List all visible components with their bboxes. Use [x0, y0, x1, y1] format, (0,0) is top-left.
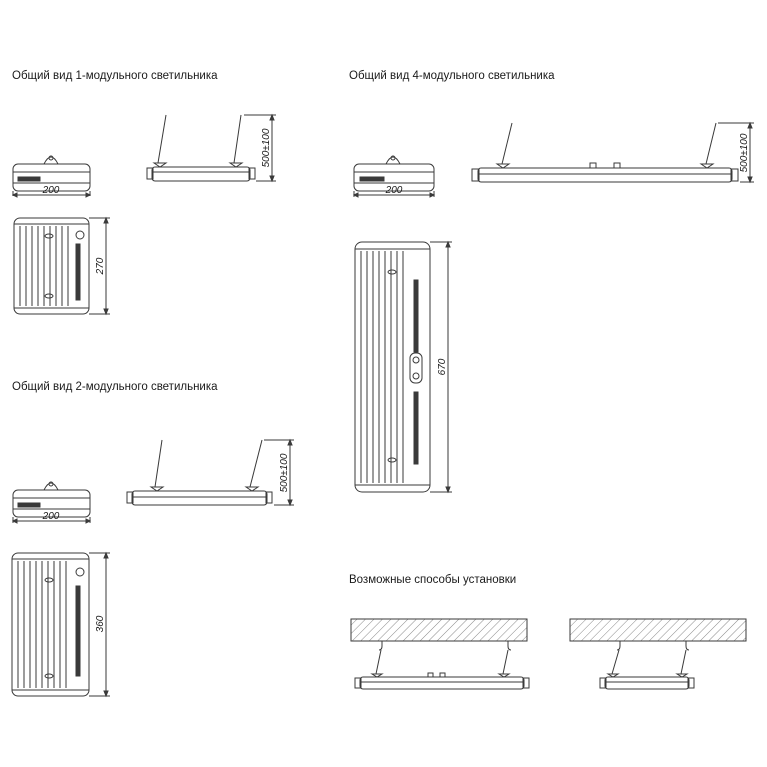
mounting-method-ceiling-1	[350, 618, 530, 690]
dim-length-4-module: 670	[437, 358, 448, 375]
title-mounting: Возможные способы установки	[349, 574, 517, 586]
dim-width-1-module: 200	[42, 185, 60, 196]
bottom-view-2-module	[11, 551, 110, 698]
dim-length-1-module: 270	[95, 257, 106, 275]
dim-hang-4-module: 500±100	[739, 133, 750, 172]
side-view-4-module	[471, 121, 754, 184]
front-view-4-module	[352, 155, 436, 198]
title-4-module: Общий вид 4-модульного светильника	[349, 70, 555, 82]
front-view-2-module	[11, 481, 92, 524]
title-1-module: Общий вид 1-модульного светильника	[12, 70, 218, 82]
dim-width-2-module: 200	[42, 511, 60, 522]
dim-width-4-module: 200	[385, 185, 403, 196]
side-view-2-module	[126, 438, 294, 507]
bottom-view-1-module	[13, 216, 110, 316]
dim-hang-2-module: 500±100	[279, 453, 290, 492]
side-view-1-module	[146, 113, 276, 183]
front-view-1-module	[11, 155, 92, 198]
title-2-module: Общий вид 2-модульного светильника	[12, 381, 218, 393]
mounting-method-ceiling-2	[569, 618, 747, 690]
dim-hang-1-module: 500±100	[261, 128, 272, 167]
bottom-view-4-module	[354, 240, 452, 494]
dim-length-2-module: 360	[95, 615, 106, 632]
